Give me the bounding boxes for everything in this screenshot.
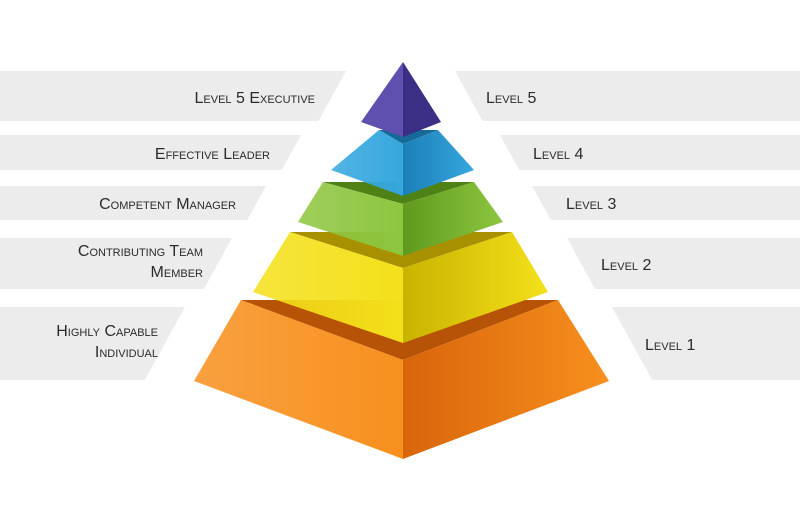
role-label-level-5: Level 5 Executive <box>195 90 316 107</box>
tier-face-right <box>403 232 548 343</box>
tier-face-right <box>403 300 609 459</box>
band-right-1 <box>612 307 800 380</box>
band-left-2 <box>0 238 232 289</box>
level-label-2: Level 2 <box>601 257 651 274</box>
band-left-1 <box>0 307 185 380</box>
level-label-4: Level 4 <box>533 146 583 163</box>
band-right-5 <box>455 71 800 121</box>
level-label-1: Level 1 <box>645 337 695 354</box>
tier-face-left <box>298 182 403 256</box>
band-left-4 <box>0 135 301 170</box>
labels: Level 5 Executive Level 5 Effective Leader… <box>56 90 695 361</box>
pyramid-tier-level-2 <box>253 232 548 343</box>
level-label-5: Level 5 <box>486 90 536 107</box>
tier-face-right <box>403 182 503 256</box>
band-right-4 <box>500 135 800 170</box>
tier-face-right <box>403 130 474 196</box>
role-label-level-3: Competent Manager <box>99 196 236 213</box>
pyramid-tier-level-5 <box>361 62 441 137</box>
level-label-3: Level 3 <box>566 196 616 213</box>
tier-face-left <box>361 62 403 137</box>
band-right-3 <box>532 186 800 220</box>
band-left-3 <box>0 186 266 220</box>
pyramid <box>194 62 609 459</box>
tier-face-right <box>403 62 441 137</box>
tier-face-left <box>253 232 403 343</box>
tier-face-left <box>331 130 403 196</box>
role-label-level-4: Effective Leader <box>155 146 270 163</box>
tier-face-left <box>194 300 403 459</box>
band-right-2 <box>567 238 800 289</box>
band-left-5 <box>0 71 346 121</box>
